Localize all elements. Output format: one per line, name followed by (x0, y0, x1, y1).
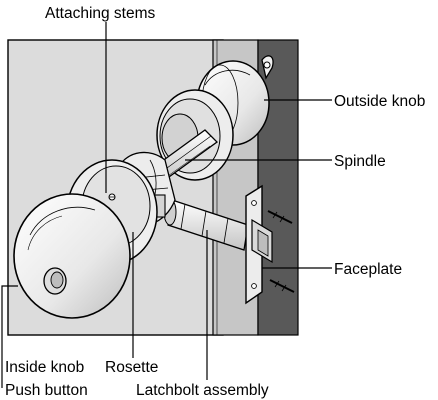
label-outside-knob: Outside knob (334, 93, 425, 110)
label-push-button: Push button (5, 382, 88, 399)
latchbolt-assembly (163, 198, 249, 251)
labels: Attaching stems Outside knob Spindle Fac… (5, 5, 425, 399)
label-inside-knob: Inside knob (5, 359, 84, 376)
faceplate-screws (267, 210, 295, 293)
door-frame (257, 39, 299, 336)
label-attaching-stems: Attaching stems (45, 5, 156, 22)
label-spindle: Spindle (334, 153, 386, 170)
label-latchbolt-assembly: Latchbolt assembly (136, 382, 269, 399)
faceplate (245, 184, 273, 305)
label-rosette: Rosette (105, 359, 158, 376)
push-button (43, 267, 67, 295)
label-faceplate: Faceplate (334, 261, 402, 278)
leader-lines (1, 22, 332, 388)
leader-inside-knob (1, 285, 18, 366)
inside-knob (13, 193, 131, 319)
